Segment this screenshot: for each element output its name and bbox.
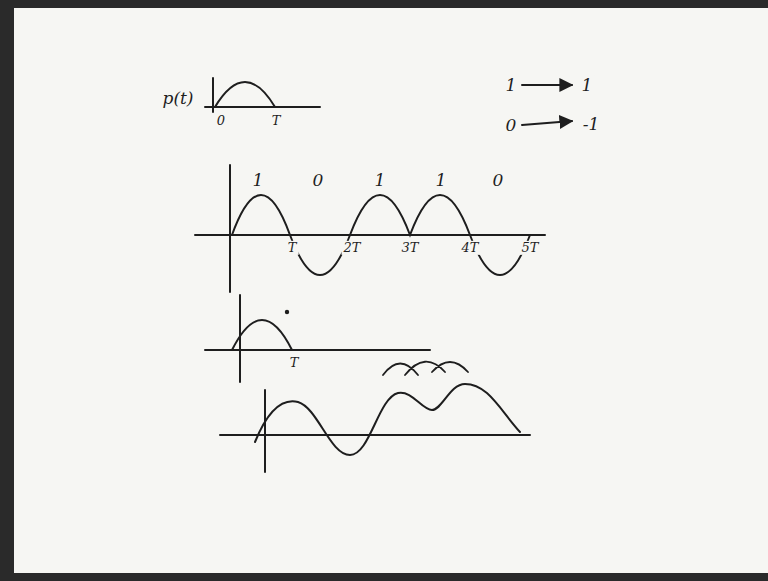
bit-label: 0 bbox=[311, 171, 326, 190]
distorted-waveform bbox=[255, 384, 520, 455]
overlap-sketch bbox=[383, 362, 468, 375]
y-axis bbox=[264, 390, 266, 472]
ink-dot bbox=[286, 311, 288, 313]
axis-tick: 4T bbox=[460, 241, 481, 255]
bit-value: 0 bbox=[504, 116, 519, 135]
axis-tick: T bbox=[270, 114, 283, 128]
bit-label: 1 bbox=[251, 171, 266, 190]
axis-tick: 5T bbox=[520, 241, 541, 255]
mapping-arrow bbox=[522, 84, 572, 86]
bit-value: 1 bbox=[504, 76, 519, 95]
axis-tick: T bbox=[286, 241, 299, 255]
half-sine-pulse bbox=[215, 82, 275, 107]
pulse-train bbox=[232, 195, 530, 275]
x-axis bbox=[205, 106, 320, 108]
bit-label: 1 bbox=[434, 171, 449, 190]
half-sine-pulse bbox=[232, 320, 292, 350]
paper-ground bbox=[14, 8, 768, 573]
function-label: p(t) bbox=[161, 89, 196, 108]
y-axis bbox=[229, 165, 231, 292]
bit-label: 1 bbox=[373, 171, 388, 190]
bit-label: 0 bbox=[491, 171, 506, 190]
x-axis bbox=[205, 349, 430, 351]
axis-tick: T bbox=[288, 356, 301, 370]
axis-tick: 0 bbox=[215, 114, 227, 128]
symbol-value: 1 bbox=[580, 76, 595, 95]
symbol-value: -1 bbox=[581, 115, 602, 134]
axis-tick: 3T bbox=[400, 241, 421, 255]
x-axis bbox=[220, 434, 530, 436]
axis-tick: 2T bbox=[342, 241, 363, 255]
mapping-arrow bbox=[522, 121, 572, 125]
x-axis bbox=[195, 234, 545, 236]
